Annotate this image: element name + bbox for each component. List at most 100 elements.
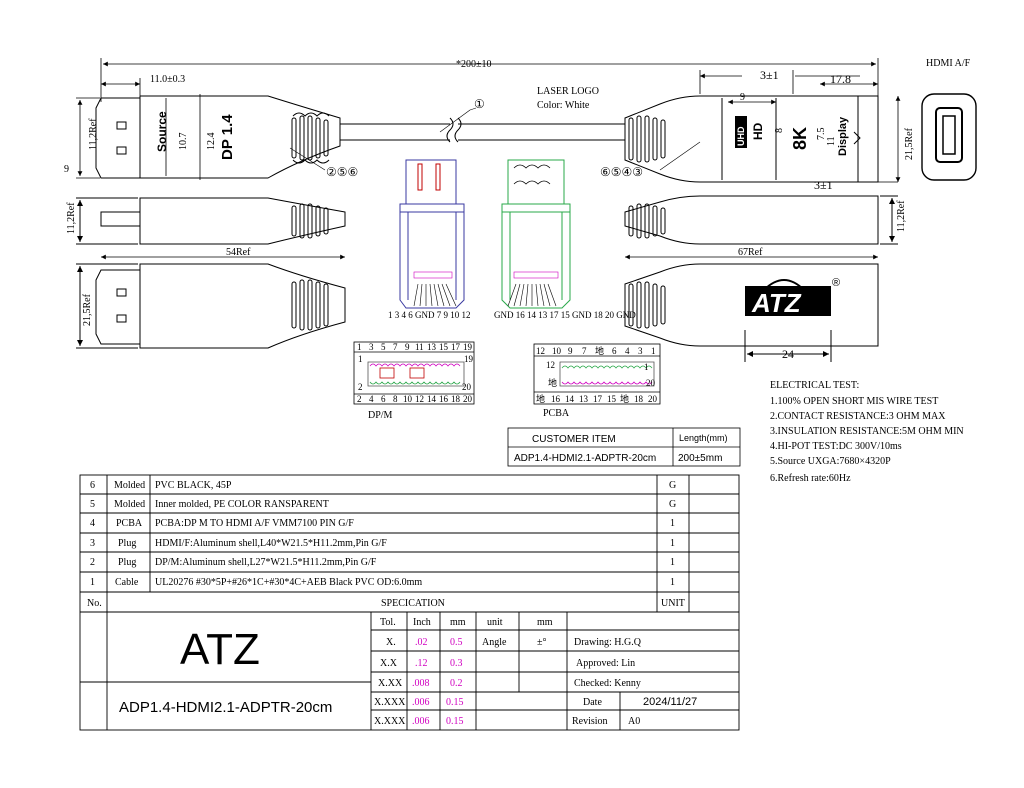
hdmi-side-height-label: 11,2Ref [896,200,907,232]
hdmi-pin-label: 13 [579,394,589,404]
company-name: ATZ [180,625,260,674]
dp-height-ref-label: 11,2Ref [88,118,99,150]
approved-by: Approved: Lin [576,658,635,669]
mm-header-2: mm [537,617,553,628]
dp-diagram-caption: DP/M [368,410,393,421]
dp-pin-label: 20 [463,394,473,404]
hdmi-inner-9-label: 9 [740,92,745,103]
bom-spec: UL20276 #30*5P+#26*1C+#30*4C+AEB Black P… [155,577,422,588]
tol-mm: 0.15 [446,716,464,727]
tol-value: X.X [380,658,398,669]
hdmi-pin-label: 16 [551,394,561,404]
bom-no: 6 [90,480,95,491]
tol-value: X.XX [378,678,403,689]
bom-row: 2 Plug DP/M:Aluminum shell,L27*W21.5*H11… [90,557,675,568]
revision-label: Revision [572,716,608,727]
dp-width-ref-label: 21,5Ref [82,293,93,326]
electrical-test-line: 3.INSULATION RESISTANCE:5M OHM MIN [770,426,964,437]
hdmi-pin-label: 6 [612,346,617,356]
hdmi-inner-75-label: 7.5 [816,128,827,141]
dp-pin-label: 16 [439,394,449,404]
tol-inch: .006 [412,697,430,708]
bom-no: 5 [90,499,95,510]
unit-header: unit [487,617,503,628]
dp-body-ref-label: 54Ref [226,247,251,258]
dp-pin-top-row: 1 3 5 7 9 11 13 15 17 19 [357,342,473,352]
part-number: ADP1.4-HDMI2.1-ADPTR-20cm [119,699,332,716]
angle-label: Angle [482,637,507,648]
callout-left-parts: ②⑤⑥ [326,165,358,179]
bom-table-grid [79,474,740,731]
bom-rows: 6 Molded PVC BLACK, 45P G 5 Molded Inner… [90,480,676,588]
angle-value: ±° [537,637,547,648]
bom-qty: 1 [670,518,675,529]
drawing-by: Drawing: H.G.Q [574,637,642,648]
dp-pin-label: 6 [381,394,386,404]
hdmi-markings: UHD HD 8K Display [735,116,861,156]
hdmi-pin-label: 1 [651,346,656,356]
hdmi-pin-label: 3 [638,346,643,356]
hdmi-pin-top-row: 12 10 9 7 地 6 4 3 1 [536,345,656,356]
dp-pin-label: 17 [451,342,461,352]
revision-value: A0 [628,716,640,727]
callout-cable: ① [474,97,485,111]
hdmi-diagram-caption: PCBA [543,408,570,419]
8k-mark: 8K [790,127,810,150]
hdmi-pin-label: 10 [552,346,562,356]
customer-item-header: CUSTOMER ITEM [532,434,616,445]
hdmi-side-top-r: 1 [644,362,649,372]
bom-qty: G [669,480,676,491]
hdmi-pin-label: 地 [595,345,604,356]
electrical-test-line: 2.CONTACT RESISTANCE:3 OHM MAX [770,411,946,422]
dp-label-width2-label: 12.4 [206,133,217,151]
tol-value: X.XXX [374,697,406,708]
registered-mark: ® [832,277,840,289]
dp-plug-side-view [76,197,346,245]
hdmi-inner-11-label: 11 [826,136,837,146]
dp-pin-label: 8 [393,394,398,404]
hdmi-body-ref-label: 67Ref [738,247,763,258]
dp-pcb-board [399,159,465,309]
dp-plug-length-label: 11.0±0.3 [150,74,185,85]
tol-value: X.XXX [374,716,406,727]
length-value: 200±5mm [678,453,722,464]
electrical-test-line: 4.HI-POT TEST:DC 300V/10ms [770,441,902,452]
hdmi-plug-bottom-view [624,263,879,362]
hdmi-af-label: HDMI A/F [926,58,971,69]
laser-color-label: Color: White [537,100,590,111]
bom-row: 6 Molded PVC BLACK, 45P G [90,480,676,491]
dp-pin-label: 4 [369,394,374,404]
bom-type: Molded [114,499,145,510]
bom-type: Cable [115,577,139,588]
tolerance-rows: X. .02 0.5 X.X .12 0.3 X.XX .008 0.2 X.X… [374,637,464,727]
tol-mm: 0.15 [446,697,464,708]
laser-logo-label: LASER LOGO [537,86,599,97]
hdmi-pin-label: 17 [593,394,603,404]
hdmi-pin-label: 9 [568,346,573,356]
bom-qty: 1 [670,577,675,588]
hdmi-side-top: 12 [546,360,555,370]
dp-side-bot-r: 20 [462,382,472,392]
bom-spec: PCBA:DP M TO HDMI A/F VMM7100 PIN G/F [155,518,354,529]
hdmi-pin-label: 14 [565,394,575,404]
dp-pin-label: 12 [415,394,424,404]
tol-mm: 0.2 [450,678,463,689]
dp-pin-bottom-row: 2 4 6 8 10 12 14 16 18 20 [357,394,473,404]
customer-item-table [507,427,741,467]
hdmi-pin-label: 15 [607,394,617,404]
dp-pin-diagram [353,341,475,405]
length-header: Length(mm) [679,433,728,443]
mm-header: mm [450,617,466,628]
hdmi-side-bot: 地 [548,377,557,388]
dp-side-height-label: 11,2Ref [66,202,77,234]
dp-pin-label: 11 [415,342,424,352]
tol-mm: 0.3 [450,658,463,669]
atz-logo-text: ATZ [751,288,802,318]
bom-qty: 1 [670,557,675,568]
bom-type: Plug [118,538,136,549]
hd-mark: HD [751,122,765,140]
hdmi-plug-side-view [624,195,898,245]
dp-pin-label: 10 [403,394,413,404]
callout-right-parts: ⑥⑤④③ [600,165,643,179]
